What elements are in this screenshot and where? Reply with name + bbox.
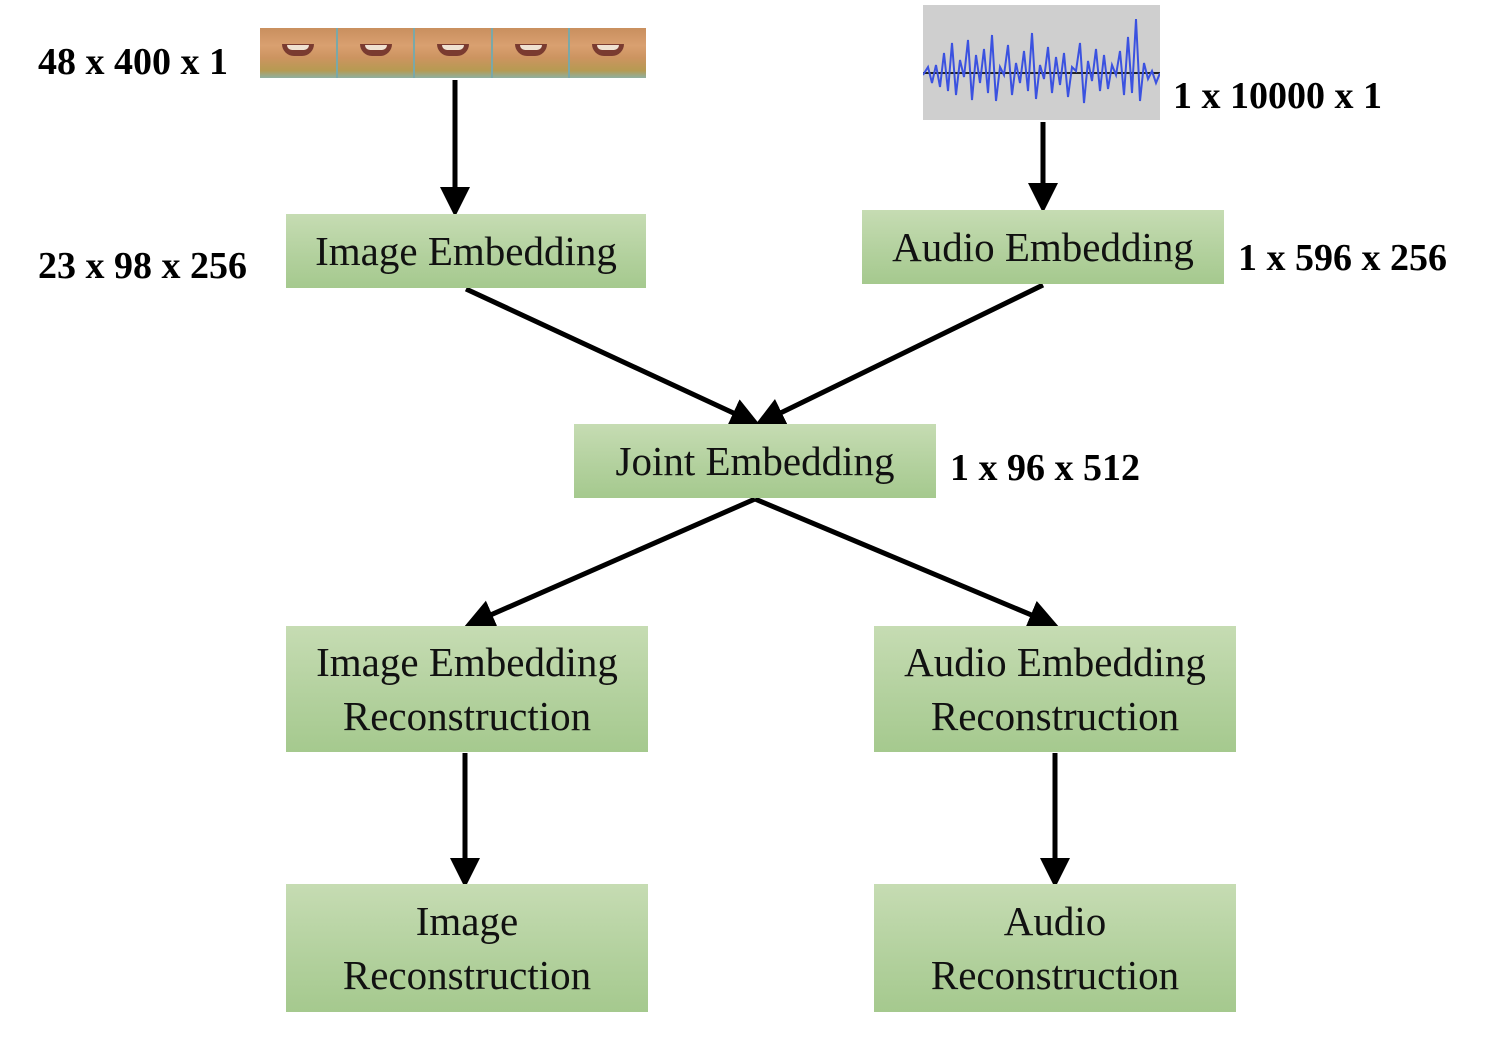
dim-joint-embedding: 1 x 96 x 512 [950, 447, 1140, 489]
image-embedding-label: Image Embedding [315, 228, 617, 274]
audio-embedding-box: Audio Embedding [862, 210, 1224, 284]
audio-embedding-label: Audio Embedding [892, 224, 1194, 270]
arrow-audio-embedding-to-joint [754, 282, 1045, 426]
dim-audio-embedding: 1 x 596 x 256 [1238, 237, 1447, 279]
image-embedding-box: Image Embedding [286, 214, 646, 288]
joint-embedding-label: Joint Embedding [615, 438, 895, 484]
lip-frame-2 [337, 28, 416, 78]
arrow-joint-to-audio-embedding-reconstruction [754, 496, 1059, 629]
image-embedding-reconstruction-line2: Reconstruction [342, 693, 592, 739]
audio-reconstruction-box: Audio Reconstruction [874, 884, 1236, 1012]
lip-frame-4 [492, 28, 571, 78]
image-reconstruction-line2: Reconstruction [342, 952, 592, 998]
lip-frame-1 [260, 28, 338, 78]
dim-image-input: 48 x 400 x 1 [38, 41, 228, 83]
joint-embedding-box: Joint Embedding [574, 424, 936, 498]
lip-frame-3 [415, 28, 493, 78]
audio-embedding-reconstruction-line2: Reconstruction [930, 693, 1180, 739]
audio-waveform-input [922, 5, 1161, 120]
arrow-image-embedding-to-joint [464, 286, 761, 427]
audio-embedding-reconstruction-line1: Audio Embedding [904, 639, 1206, 685]
lip-frames-input-image [260, 28, 646, 78]
audio-reconstruction-line1: Audio [1003, 898, 1107, 944]
image-embedding-reconstruction-box: Image Embedding Reconstruction [286, 626, 648, 752]
image-reconstruction-line1: Image [415, 898, 519, 944]
arrow-joint-to-image-embedding-reconstruction [464, 496, 757, 629]
dim-audio-input: 1 x 10000 x 1 [1173, 75, 1382, 117]
image-embedding-reconstruction-line1: Image Embedding [316, 639, 618, 685]
lip-frame-5 [570, 28, 646, 78]
waveform-icon [922, 18, 1161, 104]
audio-reconstruction-line2: Reconstruction [930, 952, 1180, 998]
image-reconstruction-box: Image Reconstruction [286, 884, 648, 1012]
dim-image-embedding: 23 x 98 x 256 [38, 245, 247, 287]
audio-embedding-reconstruction-box: Audio Embedding Reconstruction [874, 626, 1236, 752]
